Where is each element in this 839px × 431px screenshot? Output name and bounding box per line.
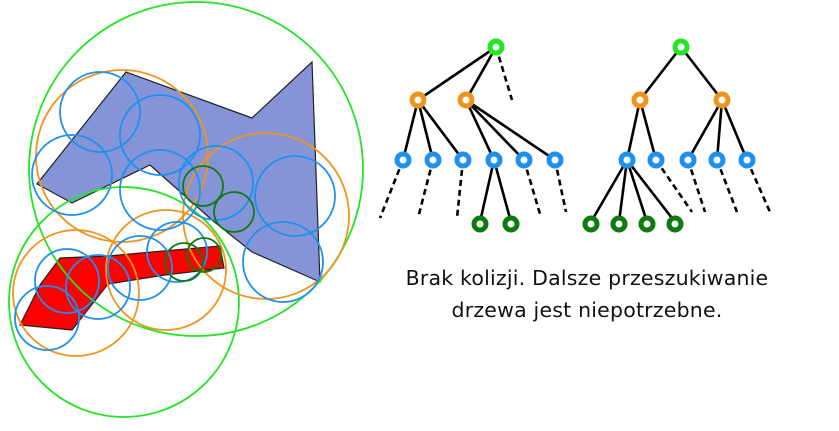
dark-green-circle [213, 191, 255, 233]
blue-circle [59, 71, 141, 153]
level2-node [394, 151, 412, 169]
level2-node [618, 151, 636, 169]
blue-circle [119, 149, 201, 231]
blue-circle [107, 235, 173, 301]
blue-circle [65, 254, 131, 320]
orange-circle [105, 209, 227, 331]
leaf-node [666, 215, 684, 233]
level1-node [713, 91, 731, 109]
caption: Brak kolizji. Dalsze przeszukiwanie drze… [352, 262, 822, 326]
collision-illustration [8, 1, 364, 418]
leaf-node [502, 215, 520, 233]
caption-line-2: drzewa jest niepotrzebne. [451, 298, 723, 322]
level2-node [424, 151, 442, 169]
blue-circle [242, 221, 324, 303]
leaf-node [638, 215, 656, 233]
tree-right [589, 46, 772, 223]
level2-node [679, 151, 697, 169]
dark-green-circle [164, 242, 204, 282]
root-bounding-circle-b [8, 186, 240, 418]
tree-nodes [394, 38, 756, 233]
blue-circle [254, 155, 336, 237]
dark-green-circle [186, 237, 222, 273]
root-node [672, 38, 690, 56]
caption-line-1: Brak kolizji. Dalsze przeszukiwanie [405, 266, 769, 290]
level2-node [515, 151, 533, 169]
red-polygon [19, 245, 225, 331]
level2-node [647, 151, 665, 169]
level1-node [457, 91, 475, 109]
blue-circle [31, 134, 113, 216]
level2-node [738, 151, 756, 169]
orange-circle [12, 229, 140, 357]
level1-node [409, 91, 427, 109]
blue-polygon [36, 60, 321, 283]
leaf-node [610, 215, 628, 233]
level2-node [708, 151, 726, 169]
blue-circle [119, 94, 201, 176]
leaf-node [471, 215, 489, 233]
dark-green-circle [182, 165, 224, 207]
tree-left [378, 45, 568, 223]
root-bounding-circle-a [28, 1, 364, 337]
root-node [487, 38, 505, 56]
blue-circle [34, 248, 100, 314]
leaf-node [582, 215, 600, 233]
blue-circle [14, 285, 80, 351]
level1-node [631, 91, 649, 109]
level2-node [454, 151, 472, 169]
blue-circle [146, 221, 208, 283]
level2-node [485, 151, 503, 169]
level2-node [546, 151, 564, 169]
